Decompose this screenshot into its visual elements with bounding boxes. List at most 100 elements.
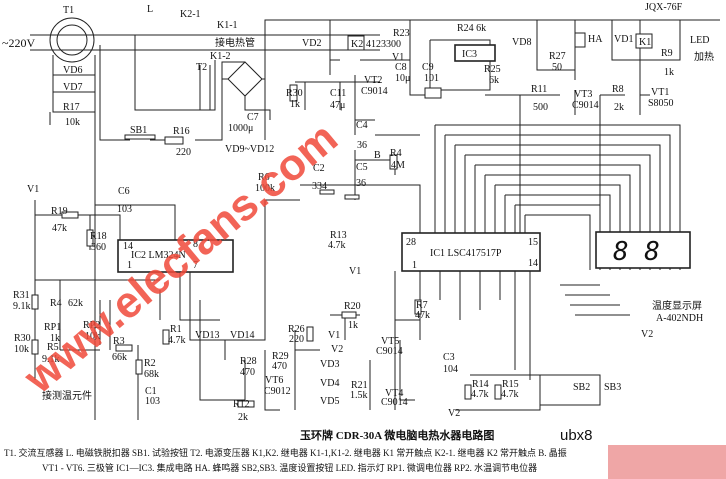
label-R13: R13 [330, 230, 347, 241]
label-C9: C9 [422, 62, 434, 73]
label-R11: R11 [531, 84, 547, 95]
label-R4: R4 [50, 298, 62, 309]
label-R6: R6 [258, 172, 270, 183]
label-R28-value: 470 [240, 367, 255, 378]
label-R26-value: 220 [289, 334, 304, 345]
label-R30-top-value: 1k [290, 99, 300, 110]
label-VT6-value: C9012 [264, 386, 291, 397]
label-K1-2: K1-2 [210, 51, 231, 62]
label-RP2: RP2 [83, 320, 100, 331]
label-R31: R31 [13, 290, 30, 301]
label-T1: T1 [63, 5, 74, 16]
label-R5: R5 [47, 342, 59, 353]
label-C3-value: 104 [443, 364, 458, 375]
label-R20-value: 1k [348, 320, 358, 331]
label-K1: K1 [639, 37, 651, 48]
label-VT2-value: C9014 [361, 86, 388, 97]
label-VD5: VD5 [320, 396, 339, 407]
label-R20: R20 [344, 301, 361, 312]
label-VD2: VD2 [302, 38, 321, 49]
label-heat: 加热 [694, 50, 714, 63]
label-R15: R15 [502, 379, 519, 390]
label-V1-mid: V1 [328, 330, 340, 341]
label-VD3: VD3 [320, 359, 339, 370]
label-C7: C7 [247, 112, 259, 123]
label-C8: C8 [395, 62, 407, 73]
label-RP2-value: 10k [85, 331, 100, 342]
label-IC2-pin1: 1 [127, 260, 132, 271]
label-C6: C6 [118, 186, 130, 197]
label-IC1: IC1 LSC417517P [430, 248, 502, 259]
label-R14: R14 [472, 379, 489, 390]
label-R29-value: 470 [272, 361, 287, 372]
label-R9-value: 1k [664, 67, 674, 78]
label-IC1-pin15: 15 [528, 237, 538, 248]
label-R3-value: 66k [112, 352, 127, 363]
label-R5-value: 9.1k [42, 354, 60, 365]
label-R21-value: 1.5k [350, 390, 368, 401]
label-R4-top: R4 [390, 148, 402, 159]
logo-overlay [608, 445, 726, 479]
label-R19-value: 47k [52, 223, 67, 234]
label-C4: C4 [356, 120, 368, 131]
label-IC2: IC2 LM324N [131, 250, 186, 261]
label-R25: R25 [484, 64, 501, 75]
label-K2-value: 4123300 [366, 39, 401, 50]
label-VD9-VD12: VD9~VD12 [225, 144, 274, 155]
label-R30-top: R30 [286, 88, 303, 99]
label-VD13: VD13 [195, 330, 219, 341]
label-IC2-pin8: 8 [193, 239, 198, 250]
label-RP1-value: 1k [50, 333, 60, 344]
wires [30, 17, 720, 420]
label-R30-value: 10k [14, 344, 29, 355]
label-V1-ic1: V1 [349, 266, 361, 277]
label-display-model: A-402NDH [656, 313, 703, 324]
label-C11: C11 [330, 88, 346, 99]
label-R8: R8 [612, 84, 624, 95]
label-R21: R21 [351, 380, 368, 391]
label-RP1: RP1 [44, 322, 61, 333]
label-display: 温度显示屏 [652, 299, 702, 312]
label-C1: C1 [145, 386, 157, 397]
label-C5: C5 [356, 162, 368, 173]
label-IC2-pin7: 7 [193, 260, 198, 271]
label-R2-value: 68k [144, 369, 159, 380]
label-VD6: VD6 [63, 65, 82, 76]
diagram-title: 玉环牌 CDR-30A 微电脑电热水器电路图 [300, 428, 494, 442]
label-VT4: VT4 [385, 388, 403, 399]
label-R25-value: 6k [489, 75, 499, 86]
label-IC2-pin14: 14 [123, 241, 133, 252]
label-R1-value: 4.7k [168, 335, 186, 346]
label-R11-value: 500 [533, 102, 548, 113]
label-R18: R18 [90, 231, 107, 242]
label-heater: 接电热管 [215, 36, 255, 49]
label-VT3-value: C9014 [572, 100, 599, 111]
legend-line-2: VT1 - VT6. 三极管 IC1—IC3. 集成电路 HA. 蜂鸣器 SB2… [42, 463, 538, 473]
label-R6-value: 100k [255, 183, 275, 194]
label-R7: R7 [416, 300, 428, 311]
label-C7-value: 1000μ [228, 123, 253, 134]
label-IC1-pin28: 28 [406, 237, 416, 248]
label-R3: R3 [113, 336, 125, 347]
label-VT5: VT5 [381, 336, 399, 347]
label-R31-value: 9.1k [13, 301, 31, 312]
label-K2-1: K2-1 [180, 9, 201, 20]
legend-line-1: T1. 交流互感器 L. 电磁铁脱扣器 SB1. 试验按钮 T2. 电源变压器 … [4, 448, 567, 458]
label-VD1: VD1 [614, 34, 633, 45]
label-R2: R2 [144, 358, 156, 369]
label-SB3: SB3 [604, 382, 621, 393]
label-HA: HA [588, 34, 603, 45]
label-R26: R26 [288, 324, 305, 335]
label-R24: R24 6k [457, 23, 486, 34]
label-R1: R1 [170, 324, 182, 335]
label-V1-left: V1 [27, 184, 39, 195]
label-IC1-pin14: 14 [528, 258, 538, 269]
label-L: L [147, 4, 153, 15]
label-VT3: VT3 [574, 89, 592, 100]
label-SB2: SB2 [573, 382, 590, 393]
label-C5-value: 36 [356, 178, 366, 189]
label-IC3: IC3 [462, 49, 477, 60]
label-C9-value: 101 [424, 73, 439, 84]
label-VT1-value: S8050 [648, 98, 674, 109]
label-C2: C2 [313, 163, 325, 174]
